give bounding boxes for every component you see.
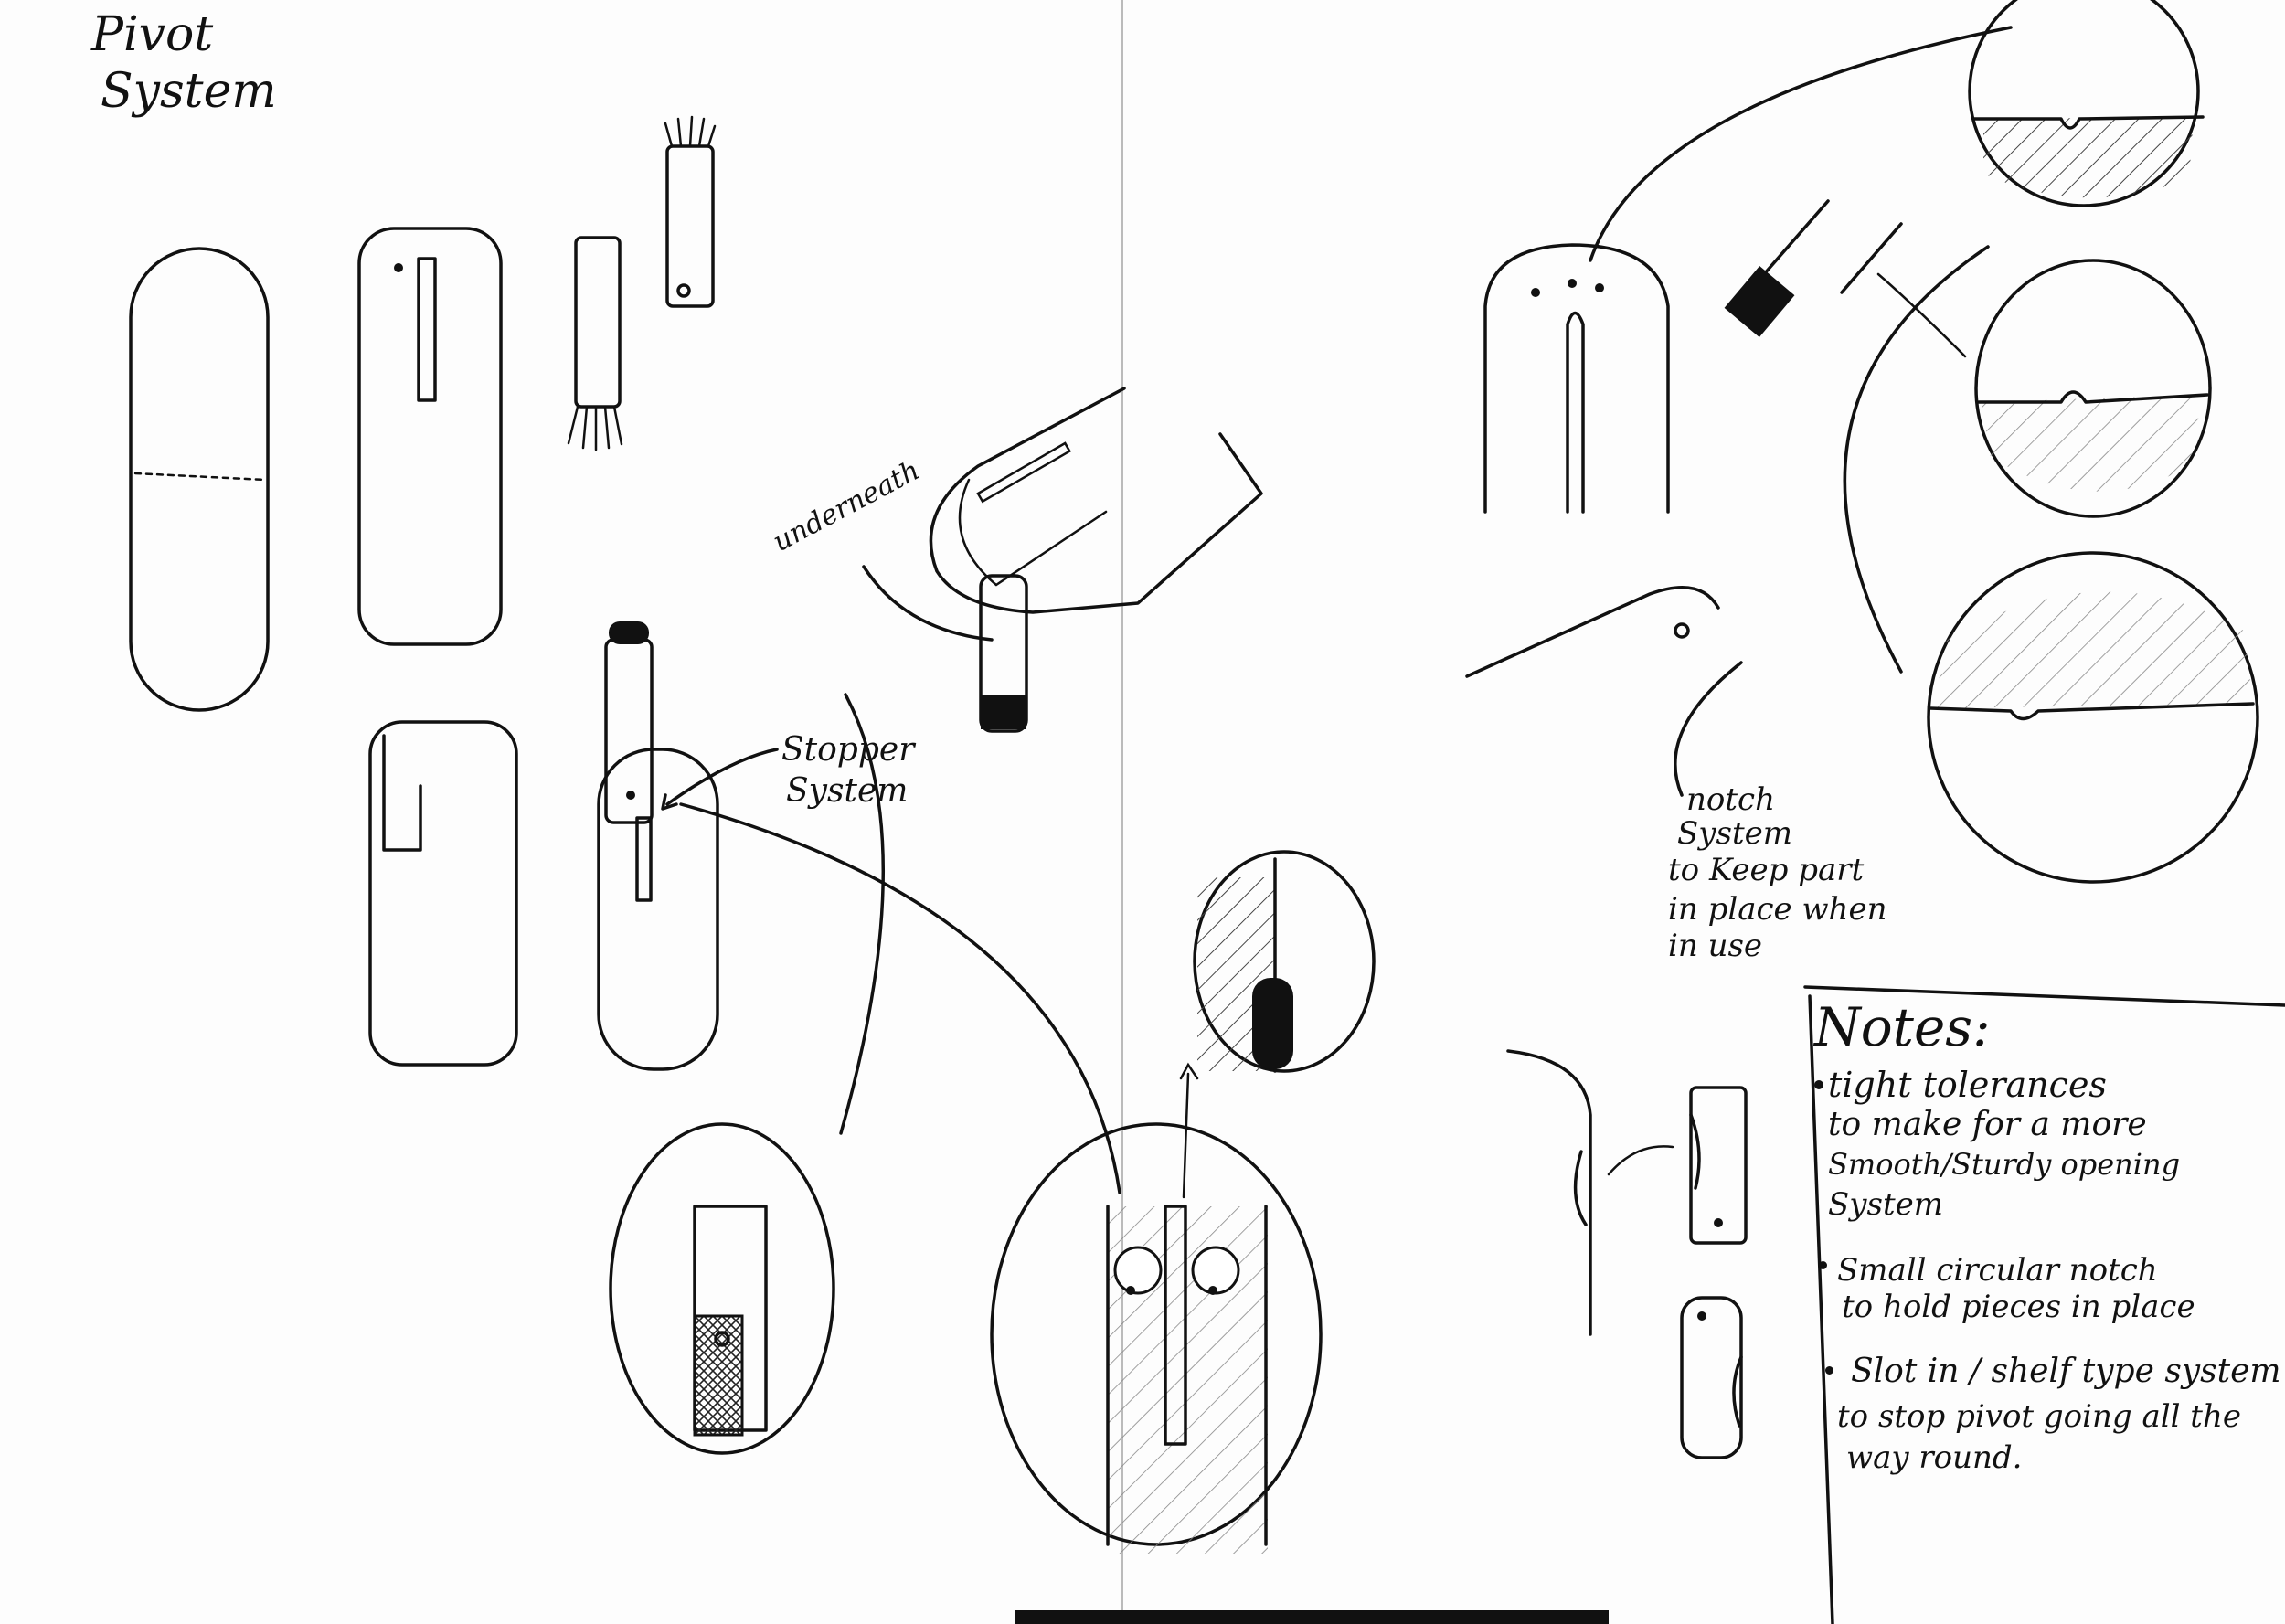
underneath-slot xyxy=(976,441,1071,504)
detail-center-slot xyxy=(1164,1205,1187,1446)
stopper-label-line2: System xyxy=(786,772,909,810)
leader-a xyxy=(839,693,886,1135)
side-profile-curve xyxy=(1465,586,1720,678)
note-2-line-2: to hold pieces in place xyxy=(1842,1289,2195,1325)
stopper-bar-outline xyxy=(597,748,719,1071)
note-3-line-3: way round. xyxy=(1846,1439,2023,1476)
notch-circle-1 xyxy=(1968,0,2200,207)
note-bullet-2 xyxy=(1819,1261,1827,1269)
note-1-line-1: tight tolerances xyxy=(1828,1065,2107,1105)
underneath-inner xyxy=(958,478,1108,587)
note-bullet-1 xyxy=(1814,1080,1823,1089)
underneath-body xyxy=(929,387,1263,614)
l-slot xyxy=(382,734,422,852)
page-title-line2: System xyxy=(101,64,277,119)
notes-heading: Notes: xyxy=(1814,996,1991,1058)
note-bullet-3 xyxy=(1825,1366,1833,1375)
brush-piece-2-outline xyxy=(665,144,715,308)
up-arrow xyxy=(1179,1062,1199,1199)
detail-hole xyxy=(714,1331,730,1347)
note-3-line-2: to stop pivot going all the xyxy=(1837,1398,2241,1435)
page-title-line1: Pivot xyxy=(91,7,214,62)
notch-label-2: System xyxy=(1677,815,1792,852)
brush-head-icon xyxy=(1724,265,1795,338)
notch-leader xyxy=(1674,661,1743,797)
notch-label-4: in place when xyxy=(1668,891,1887,928)
detail-black-tip xyxy=(1252,978,1293,1069)
bristles-icon xyxy=(567,405,623,451)
pivot-bar-slot xyxy=(1566,311,1585,514)
detail-crosshatch xyxy=(693,1314,744,1437)
note-1-line-3: Smooth/Sturdy opening xyxy=(1828,1147,2181,1182)
l-slot-bar-outline xyxy=(368,720,518,1067)
pivot-bar-outline xyxy=(1483,243,1670,514)
leader-circle-1 xyxy=(1589,26,2013,262)
stopper-arrow xyxy=(665,748,779,806)
side-profile-hole xyxy=(1674,622,1690,639)
piece-hole xyxy=(676,283,691,298)
pivot-dot xyxy=(626,791,635,800)
detail-circle-small xyxy=(1193,850,1376,1073)
pivot-hole xyxy=(394,263,403,272)
plain-bar-outline xyxy=(129,247,270,712)
notch-piece-1 xyxy=(1689,1086,1748,1245)
underneath-leader xyxy=(862,565,994,642)
brush-tip xyxy=(609,621,649,644)
stopper-label-line1: Stopper xyxy=(781,731,915,769)
notch-label-3: to Keep part xyxy=(1668,852,1865,888)
brush-handle xyxy=(1762,199,1903,294)
note-1-line-4: System xyxy=(1828,1186,1943,1223)
notch-label-1: notch xyxy=(1686,781,1775,818)
underneath-brush-arm xyxy=(979,574,1028,733)
note-1-line-2: to make for a more xyxy=(1828,1106,2147,1143)
detail-circle-stopper xyxy=(609,1122,835,1455)
notch-circle-3 xyxy=(1927,551,2259,884)
note-3-line-1: Slot in / shelf type system xyxy=(1851,1353,2281,1390)
profile-curve xyxy=(1506,1049,1592,1336)
leader-brush xyxy=(1876,272,1967,358)
note-2-line-1: Small circular notch xyxy=(1837,1252,2158,1289)
bar-midline xyxy=(133,472,267,482)
stopper-slot xyxy=(635,816,653,902)
bar-slot xyxy=(417,257,437,402)
notes-box-lines xyxy=(1803,985,2285,1624)
bristles-icon-2 xyxy=(664,115,717,148)
notch-label-5: in use xyxy=(1668,928,1763,964)
brush-piece-outline xyxy=(574,236,622,409)
leader-b xyxy=(679,802,1121,1194)
slotted-bar-outline xyxy=(357,227,503,646)
page-bottom-edge xyxy=(1015,1610,1609,1624)
arrowhead xyxy=(661,793,678,811)
notch-piece-2 xyxy=(1680,1296,1743,1459)
notch-circle-2 xyxy=(1974,259,2212,518)
underneath-brush-tip xyxy=(981,695,1026,729)
leader-circle-2 xyxy=(1843,245,1990,674)
